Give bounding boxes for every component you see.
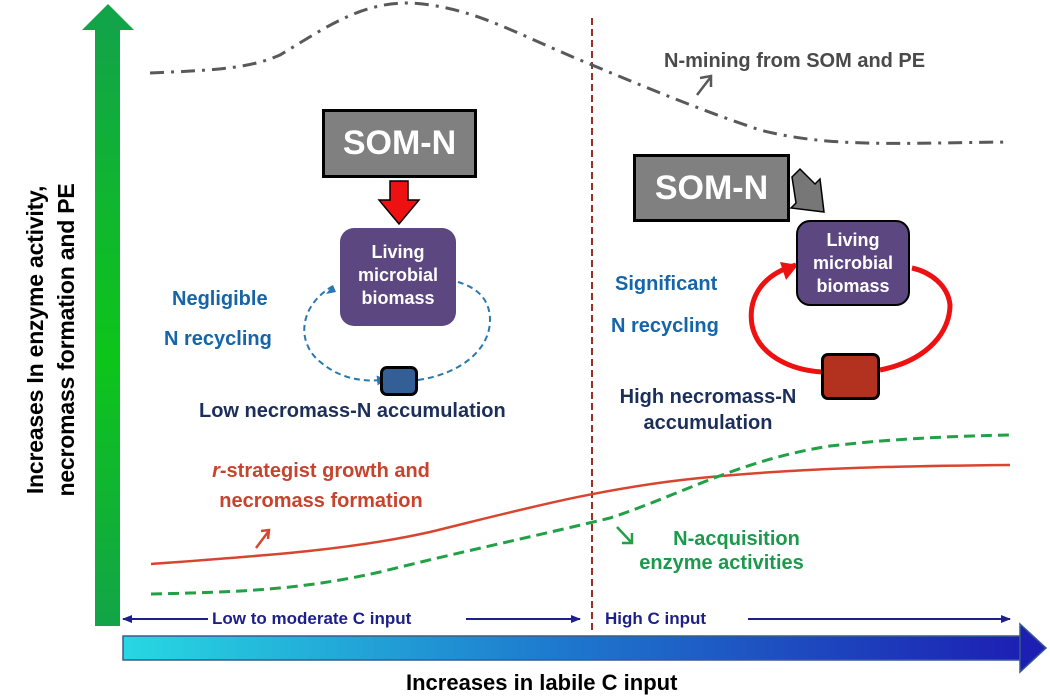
enzyme-line1: N-acquisition <box>673 528 800 550</box>
negligible-label: Negligible <box>172 288 268 310</box>
r-symbol: r <box>212 460 220 482</box>
high-recycling-loop-right <box>879 265 953 373</box>
necromass-box-low <box>380 366 418 396</box>
som-n-box-right: SOM-N <box>633 154 790 222</box>
biomass-line2: microbial <box>357 265 439 285</box>
biomass-line1: Living <box>371 242 425 262</box>
high-necromass-line1: High necromass-N <box>619 386 797 408</box>
x-axis-label: Increases in labile C input <box>406 670 678 695</box>
high-recycling-arrow-icon <box>780 262 798 280</box>
x-axis-arrow <box>122 622 1048 674</box>
biomass-line2: microbial <box>812 253 894 273</box>
n-mining-pointer-icon <box>696 77 711 96</box>
n-mining-curve <box>149 1 1011 145</box>
enzyme-line2: enzyme activities <box>639 552 804 574</box>
enzyme-pointer-icon <box>616 526 632 543</box>
enzyme-activity-curve <box>150 433 1011 596</box>
r-strategist-label: r-strategist growth and necromass format… <box>181 456 461 516</box>
necromass-box-high <box>821 353 880 400</box>
high-recycling-loop <box>748 262 823 375</box>
n-recycling-label-left: N recycling <box>164 328 272 350</box>
n-mining-label: N-mining from SOM and PE <box>664 50 926 72</box>
high-necromass-line2: accumulation <box>643 412 773 434</box>
enzyme-label: N-acquisition enzyme activities <box>619 527 824 575</box>
significant-label: Significant <box>615 273 718 295</box>
biomass-line3: biomass <box>816 276 890 296</box>
y-axis-label-line2: necromass formation and PE <box>53 183 79 497</box>
low-recycling-arrow-icon <box>326 285 336 294</box>
som-flux-arrow-small-icon <box>789 167 825 213</box>
high-necromass-label: High necromass-N accumulation <box>597 384 819 436</box>
som-n-box-left: SOM-N <box>322 109 477 178</box>
living-biomass-box-left: Living microbial biomass <box>340 228 456 326</box>
living-biomass-box-right: Living microbial biomass <box>796 220 910 306</box>
high-range-label: High C input <box>605 609 707 628</box>
low-recycling-loop-right <box>417 281 492 381</box>
som-flux-arrow-large-icon <box>377 180 421 226</box>
r-strategist-line2: necromass formation <box>219 490 423 512</box>
n-recycling-label-right: N recycling <box>611 315 719 337</box>
y-axis-label: Increases In enzyme activity, necromass … <box>20 80 82 600</box>
enzyme-pointer-head-icon <box>622 533 634 545</box>
r-strategist-pointer-head-icon <box>260 528 271 540</box>
y-axis-arrow <box>82 4 134 626</box>
r-strategist-line1: -strategist growth and <box>219 460 430 482</box>
r-strategist-pointer-icon <box>255 531 269 549</box>
r-strategist-curve <box>150 463 1011 566</box>
y-axis-label-line1: Increases In enzyme activity, <box>22 185 48 495</box>
low-necromass-label: Low necromass-N accumulation <box>199 400 506 422</box>
n-mining-pointer-head-icon <box>699 74 713 87</box>
biomass-line3: biomass <box>361 288 435 308</box>
low-range-label: Low to moderate C input <box>212 609 412 628</box>
biomass-line1: Living <box>826 230 880 250</box>
